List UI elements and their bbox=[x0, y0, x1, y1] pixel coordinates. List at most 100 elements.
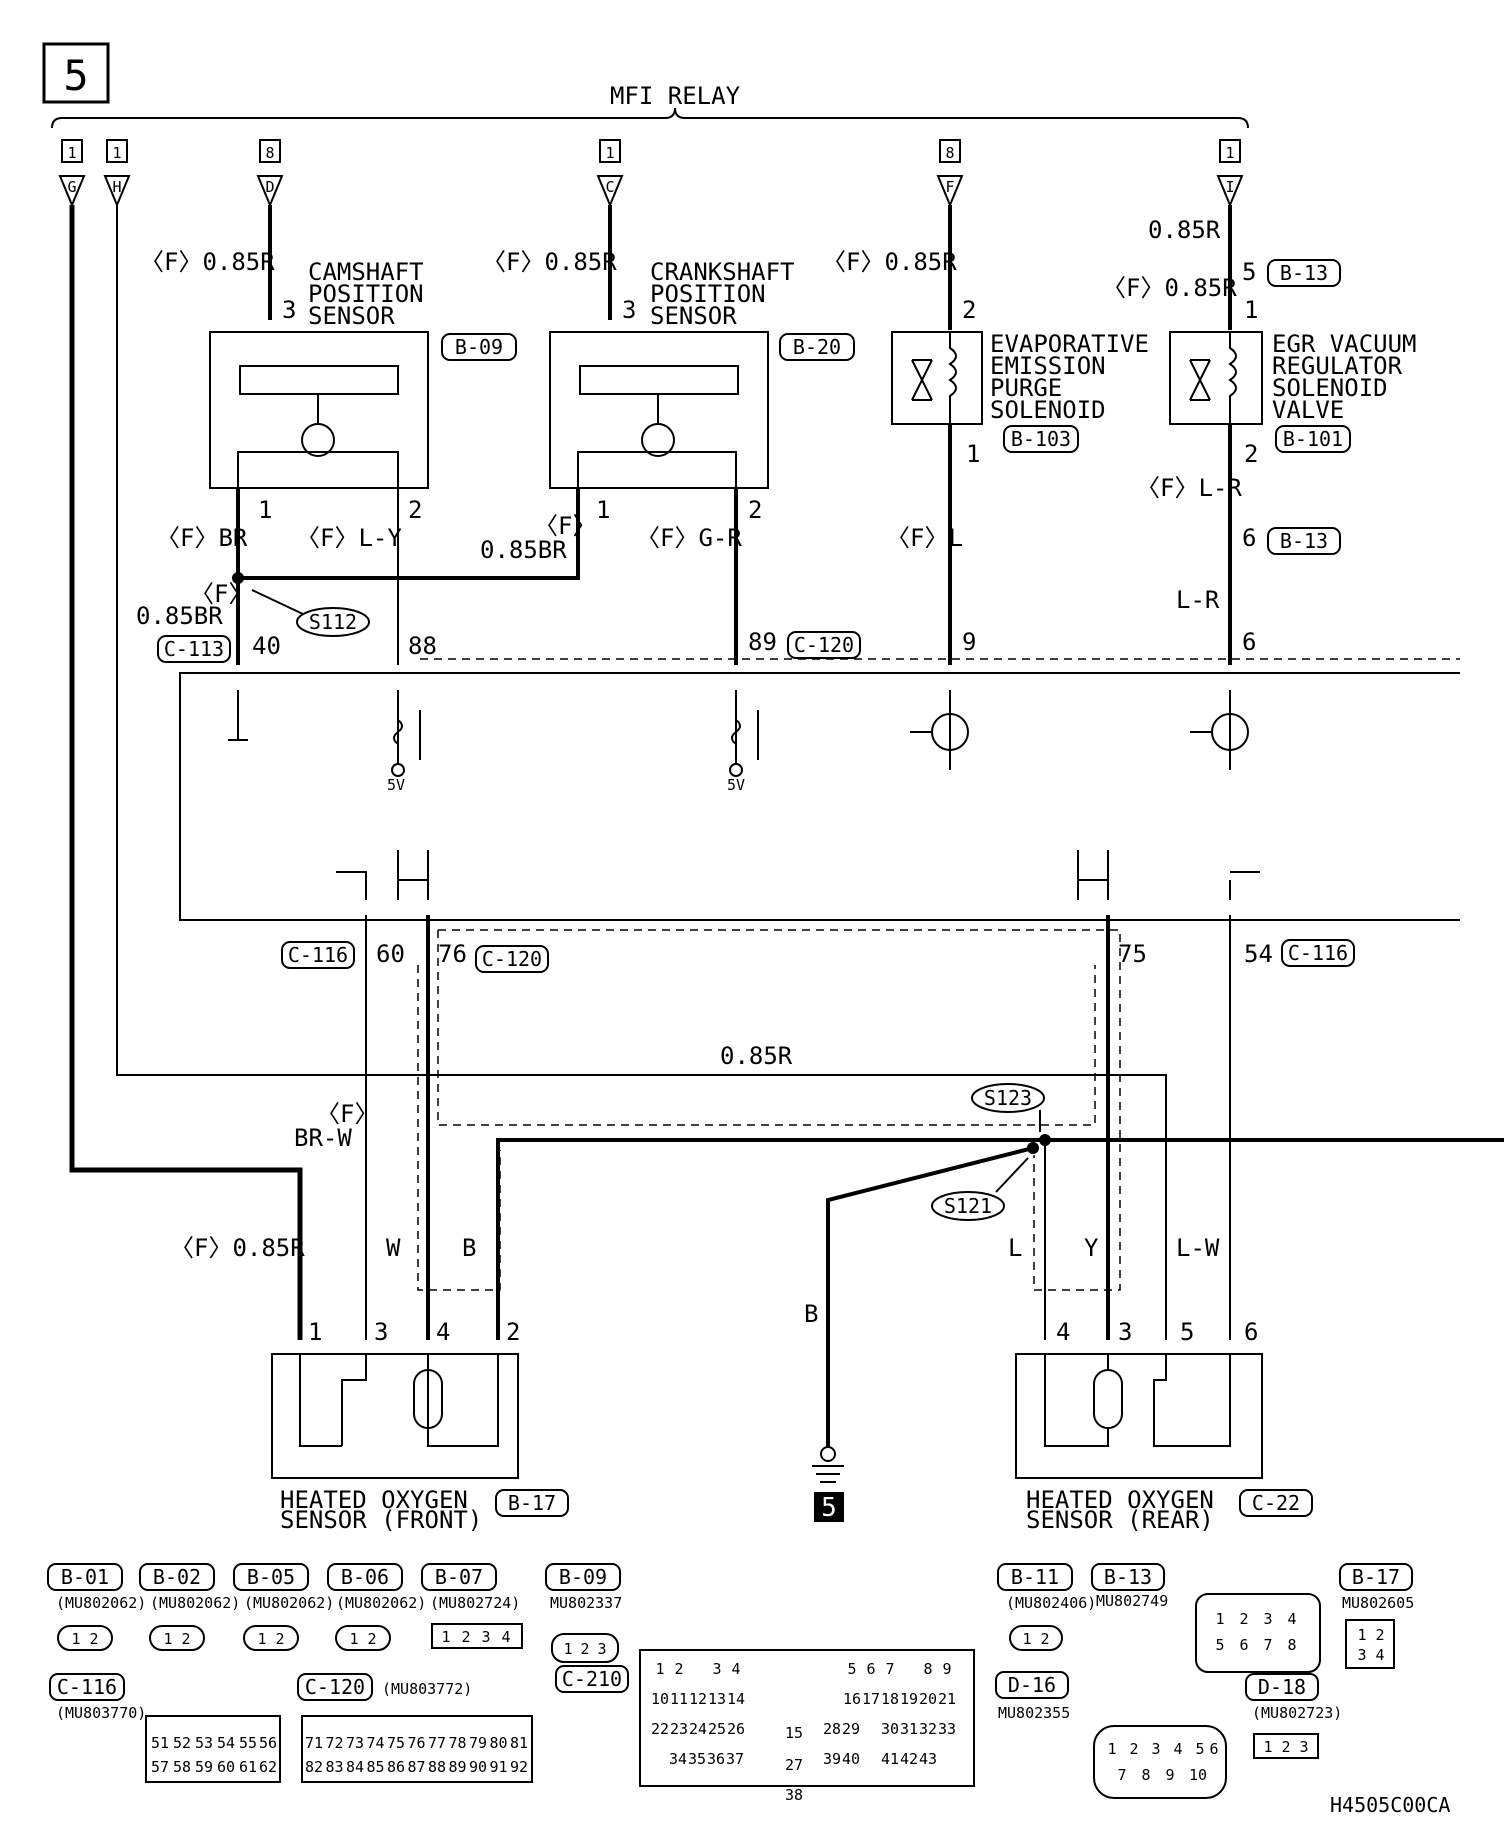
svg-text:C-116: C-116 bbox=[288, 943, 348, 967]
svg-text:1: 1 bbox=[563, 1640, 572, 1658]
svg-text:1: 1 bbox=[257, 1630, 266, 1648]
svg-text:REGULATOR: REGULATOR bbox=[1272, 352, 1403, 380]
svg-text:2: 2 bbox=[1239, 1610, 1248, 1628]
c210-pin: 41 bbox=[881, 1750, 899, 1768]
svg-text:75: 75 bbox=[1118, 940, 1147, 968]
evap-purge-solenoid: EVAPORATIVE EMISSION PURGE SOLENOID 2 1 … bbox=[891, 296, 1149, 468]
c210-pin: 20 bbox=[919, 1690, 937, 1708]
svg-text:5: 5 bbox=[1195, 1740, 1204, 1758]
c210-pin: 11 bbox=[670, 1690, 688, 1708]
svg-text:9: 9 bbox=[962, 628, 976, 656]
c210-pin: 6 bbox=[866, 1660, 875, 1678]
svg-text:55: 55 bbox=[239, 1734, 257, 1752]
svg-text:SENSOR (REAR): SENSOR (REAR) bbox=[1026, 1506, 1214, 1534]
svg-text:S121: S121 bbox=[944, 1194, 992, 1218]
c210-pin: 29 bbox=[842, 1720, 860, 1738]
svg-text:5: 5 bbox=[1242, 258, 1256, 286]
svg-text:8: 8 bbox=[1141, 1766, 1150, 1784]
svg-text:〈F〉L: 〈F〉L bbox=[886, 524, 963, 552]
svg-text:B-20: B-20 bbox=[793, 335, 841, 359]
svg-text:SOLENOID: SOLENOID bbox=[1272, 374, 1388, 402]
svg-text:51: 51 bbox=[151, 1734, 169, 1752]
svg-text:59: 59 bbox=[195, 1758, 213, 1776]
svg-text:W: W bbox=[386, 1234, 401, 1262]
splice-dot-s112 bbox=[232, 572, 244, 584]
c120-pin: 79 bbox=[469, 1734, 487, 1752]
svg-text:EMISSION: EMISSION bbox=[990, 352, 1106, 380]
c120-pin: 76 bbox=[407, 1734, 425, 1752]
svg-text:B-101: B-101 bbox=[1283, 427, 1343, 451]
svg-text:I: I bbox=[1225, 178, 1234, 196]
svg-text:76: 76 bbox=[438, 940, 467, 968]
connector-tag-c113: C-113 bbox=[157, 635, 231, 663]
svg-text:(MU802062): (MU802062) bbox=[56, 1594, 146, 1612]
svg-text:L-W: L-W bbox=[1176, 1234, 1220, 1262]
c210-pin: 42 bbox=[900, 1750, 918, 1768]
drawing-code: H4505C00CA bbox=[1330, 1793, 1450, 1817]
c120-pin: 88 bbox=[428, 1758, 446, 1776]
svg-text:1: 1 bbox=[71, 1630, 80, 1648]
c120-pin: 85 bbox=[366, 1758, 384, 1776]
connector-tag-b09: B-09 bbox=[441, 333, 517, 361]
svg-text:1: 1 bbox=[112, 144, 121, 162]
svg-text:L: L bbox=[1008, 1234, 1022, 1262]
svg-text:S112: S112 bbox=[309, 610, 357, 634]
svg-text:0.85BR: 0.85BR bbox=[480, 536, 567, 564]
svg-text:3: 3 bbox=[622, 296, 636, 324]
svg-text:54: 54 bbox=[1244, 940, 1273, 968]
svg-text:2: 2 bbox=[962, 296, 976, 324]
svg-text:4: 4 bbox=[501, 1628, 510, 1646]
svg-text:8: 8 bbox=[1287, 1636, 1296, 1654]
c210-pin: 37 bbox=[726, 1750, 744, 1768]
c120-pin: 83 bbox=[325, 1758, 343, 1776]
svg-text:D: D bbox=[265, 178, 274, 196]
svg-text:〈F〉L-R: 〈F〉L-R bbox=[1136, 474, 1242, 502]
connector-tag-c116-right: C-116 bbox=[1281, 939, 1355, 967]
c210-pin: 18 bbox=[881, 1690, 899, 1708]
ho2-sensor-front: 1 3 4 2 HEATED OXYGEN SENSOR (FRONT) B-1… bbox=[271, 1318, 569, 1534]
terminal-i: 1 I bbox=[1216, 139, 1244, 208]
c210-pin: 26 bbox=[727, 1720, 745, 1738]
svg-text:(MU802724): (MU802724) bbox=[430, 1594, 520, 1612]
svg-text:B: B bbox=[462, 1234, 476, 1262]
connector-tag-b17: B-17 bbox=[495, 1489, 569, 1517]
c120-pin: 81 bbox=[510, 1734, 528, 1752]
svg-text:BR-W: BR-W bbox=[294, 1124, 352, 1152]
svg-text:61: 61 bbox=[239, 1758, 257, 1776]
svg-text:C-210: C-210 bbox=[562, 1667, 622, 1691]
svg-text:B-07: B-07 bbox=[435, 1565, 483, 1589]
legend-c116: C-116 (MU803770) 51 52 53 54 55 56 57 58… bbox=[49, 1673, 281, 1783]
svg-text:2: 2 bbox=[1244, 440, 1258, 468]
c120-pin: 86 bbox=[387, 1758, 405, 1776]
svg-text:G: G bbox=[67, 178, 76, 196]
svg-text:〈F〉G-R: 〈F〉G-R bbox=[636, 524, 742, 552]
ecu-box: 5V 5V bbox=[179, 672, 1460, 921]
svg-text:〈F〉BR: 〈F〉BR bbox=[156, 524, 248, 552]
c120-pin: 78 bbox=[448, 1734, 466, 1752]
svg-text:56: 56 bbox=[259, 1734, 277, 1752]
svg-text:C-120: C-120 bbox=[482, 947, 542, 971]
svg-text:B-11: B-11 bbox=[1011, 1565, 1059, 1589]
svg-text:(MU802062): (MU802062) bbox=[150, 1594, 240, 1612]
svg-text:3: 3 bbox=[1151, 1740, 1160, 1758]
svg-text:4: 4 bbox=[1173, 1740, 1182, 1758]
svg-text:1: 1 bbox=[1244, 296, 1258, 324]
svg-text:60: 60 bbox=[376, 940, 405, 968]
svg-text:8: 8 bbox=[265, 144, 274, 162]
c210-pin: 5 bbox=[847, 1660, 856, 1678]
svg-text:〈F〉: 〈F〉 bbox=[316, 1100, 378, 1128]
svg-text:89: 89 bbox=[748, 628, 777, 656]
svg-text:3: 3 bbox=[1263, 1610, 1272, 1628]
svg-text:2: 2 bbox=[580, 1640, 589, 1658]
svg-text:SOLENOID: SOLENOID bbox=[990, 396, 1106, 424]
legend-b01: B-01 (MU802062) 1 2 bbox=[47, 1563, 146, 1651]
relay-terminals: 1 G 1 H 8 D 1 C 8 F bbox=[58, 139, 1244, 208]
svg-text:1: 1 bbox=[67, 144, 76, 162]
legend-b02: B-02 (MU802062) 1 2 bbox=[139, 1563, 240, 1651]
connector-tag-b13-bot: B-13 bbox=[1267, 527, 1341, 555]
svg-text:38: 38 bbox=[785, 1786, 803, 1804]
c210-pin: 14 bbox=[727, 1690, 745, 1708]
legend-b06: B-06 (MU802062) 1 2 bbox=[327, 1563, 426, 1651]
svg-text:〈F〉0.85R: 〈F〉0.85R bbox=[140, 248, 275, 276]
